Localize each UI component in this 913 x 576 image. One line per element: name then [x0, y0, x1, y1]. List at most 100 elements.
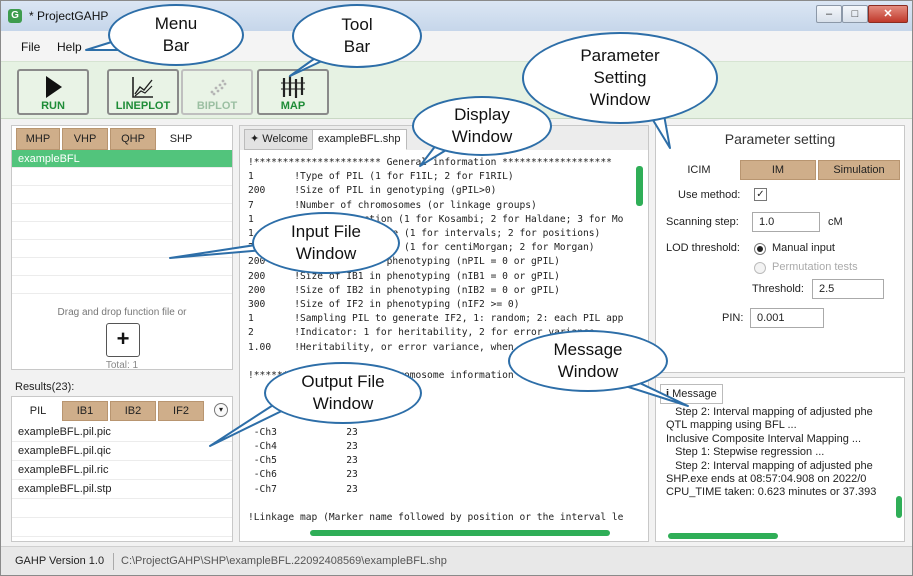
display-line: 300 !Size of IF2 in phenotyping (nIF2 >=… — [248, 299, 520, 311]
message-line: CPU_TIME taken: 0.623 minutes or 37.393 — [666, 486, 877, 499]
manual-input-radio[interactable] — [754, 243, 766, 255]
threshold-input[interactable]: 2.5 — [812, 279, 884, 299]
minimize-button[interactable]: – — [816, 5, 842, 23]
add-file-button[interactable]: + — [106, 323, 140, 357]
display-line: !Linkage map (Marker name followed by po… — [248, 512, 624, 524]
callout-text: Window — [589, 90, 651, 109]
tab-message[interactable]: i Message — [660, 384, 723, 404]
input-file-panel: MHP VHP QHP SHP exampleBFL Drag and drop… — [11, 125, 233, 371]
list-item[interactable]: exampleBFL.pil.qic — [12, 442, 232, 461]
tab-mhp[interactable]: MHP — [16, 128, 60, 150]
horizontal-scrollbar[interactable] — [668, 533, 778, 539]
callout-text: Window — [295, 244, 357, 263]
manual-input-label: Manual input — [772, 242, 835, 254]
tab-shp[interactable]: SHP — [158, 128, 204, 150]
info-icon: i — [666, 388, 670, 400]
display-line: 200 !Size of IB2 in phenotyping (nIB2 = … — [248, 284, 560, 296]
input-file-list: exampleBFL — [12, 150, 232, 294]
drop-hint: Drag and drop function file or — [57, 307, 187, 318]
lineplot-button[interactable]: LINEPLOT — [107, 69, 179, 115]
tab-overflow-chevron-icon[interactable]: ▾ — [214, 403, 228, 417]
callout-text: Parameter — [580, 46, 660, 65]
lod-threshold-label: LOD threshold: — [666, 242, 740, 254]
menu-file[interactable]: File — [21, 40, 41, 54]
message-panel: i Message Step 2: Interval mapping of ad… — [655, 377, 905, 542]
message-line: Step 2: Interval mapping of adjusted phe — [666, 406, 873, 418]
result-file-list: exampleBFL.pil.pic exampleBFL.pil.qic ex… — [12, 423, 232, 537]
close-button[interactable]: ✕ — [868, 5, 908, 23]
list-item[interactable]: exampleBFL.pil.pic — [12, 423, 232, 442]
list-item[interactable]: exampleBFL.pil.stp — [12, 480, 232, 499]
menu-help[interactable]: Help — [57, 40, 82, 54]
tab-ib2[interactable]: IB2 — [110, 401, 156, 421]
display-line: -Ch5 23 — [248, 455, 358, 467]
tab-qhp[interactable]: QHP — [110, 128, 156, 150]
tab-message-label: Message — [672, 388, 717, 400]
lineplot-button-label: LINEPLOT — [115, 100, 171, 112]
callout-display-window: Display Window — [412, 96, 552, 156]
display-line: 1.00 !Heritability, or error variance, w… — [248, 341, 514, 353]
tab-ib1[interactable]: IB1 — [62, 401, 108, 421]
tab-simulation[interactable]: Simulation — [818, 160, 900, 180]
map-button[interactable]: MAP — [257, 69, 329, 115]
list-item-empty — [12, 518, 232, 537]
permutation-tests-label: Permutation tests — [772, 261, 858, 273]
tab-if2[interactable]: IF2 — [158, 401, 204, 421]
list-item-empty — [12, 168, 232, 186]
list-item[interactable]: exampleBFL.pil.ric — [12, 461, 232, 480]
list-item-empty — [12, 240, 232, 258]
panel-title: Parameter setting — [724, 131, 836, 147]
message-log[interactable]: Step 2: Interval mapping of adjusted phe… — [666, 406, 894, 526]
maximize-button[interactable]: □ — [842, 5, 868, 23]
tab-icim[interactable]: ICIM — [660, 160, 738, 180]
display-line: -Ch6 23 — [248, 469, 358, 481]
version-label: GAHP Version 1.0 — [15, 555, 105, 567]
callout-menu-bar: Menu Bar — [108, 4, 244, 66]
display-line: -Ch3 23 — [248, 426, 358, 438]
tab-file[interactable]: exampleBFL.shp — [312, 129, 407, 150]
callout-text: Window — [451, 127, 513, 146]
callout-text: Message — [553, 340, 623, 359]
display-line: 1 !Type of PIL (1 for F1IL; 2 for F1RIL) — [248, 171, 514, 183]
tab-im[interactable]: IM — [740, 160, 816, 180]
tab-welcome-label: Welcome — [262, 133, 308, 145]
scanning-step-unit: cM — [828, 216, 843, 228]
callout-message-window: Message Window — [508, 330, 668, 392]
message-line: SHP.exe ends at 08:57:04.908 on 2022/0 — [666, 473, 867, 486]
tab-welcome[interactable]: ✦ Welcome — [244, 129, 314, 150]
tab-pil[interactable]: PIL — [16, 401, 60, 421]
callout-text: Bar — [162, 36, 190, 55]
use-method-checkbox[interactable]: ✓ — [754, 188, 767, 201]
callout-text: Input File — [291, 222, 361, 241]
horizontal-scrollbar[interactable] — [310, 530, 610, 536]
message-line: Step 2: Interval mapping of adjusted phe — [666, 459, 873, 472]
display-text[interactable]: !********************** General informat… — [248, 156, 638, 531]
vertical-scrollbar[interactable] — [896, 496, 902, 518]
callout-output-file-window: Output File Window — [264, 362, 422, 424]
output-file-panel: PIL IB1 IB2 IF2 ▾ exampleBFL.pil.pic exa… — [11, 396, 233, 542]
biplot-button[interactable]: BIPLOT — [181, 69, 253, 115]
list-item-empty — [12, 499, 232, 518]
threshold-label: Threshold: — [752, 283, 804, 295]
callout-text: Menu — [154, 14, 198, 33]
run-button[interactable]: RUN — [17, 69, 89, 115]
biplot-icon — [210, 79, 227, 96]
list-item[interactable]: exampleBFL — [12, 150, 232, 168]
lineplot-icon — [132, 77, 153, 98]
status-bar: GAHP Version 1.0 C:\ProjectGAHP\SHP\exam… — [1, 546, 912, 575]
vertical-scrollbar[interactable] — [636, 166, 643, 206]
callout-text: Window — [312, 394, 374, 413]
scanning-step-input[interactable]: 1.0 — [752, 212, 820, 232]
biplot-button-label: BIPLOT — [196, 100, 238, 112]
list-item-empty — [12, 204, 232, 222]
message-line: Inclusive Composite Interval Mapping ... — [666, 432, 862, 445]
tab-vhp[interactable]: VHP — [62, 128, 108, 150]
pin-input[interactable]: 0.001 — [750, 308, 824, 328]
display-line: 1 !Sampling PIL to generate IF2, 1: rand… — [248, 313, 624, 325]
list-item-empty — [12, 276, 232, 294]
display-line — [248, 497, 638, 511]
scanning-step-label: Scanning step: — [666, 216, 739, 228]
list-item-empty — [12, 222, 232, 240]
callout-text: Setting — [593, 68, 647, 87]
permutation-tests-radio[interactable] — [754, 262, 766, 274]
